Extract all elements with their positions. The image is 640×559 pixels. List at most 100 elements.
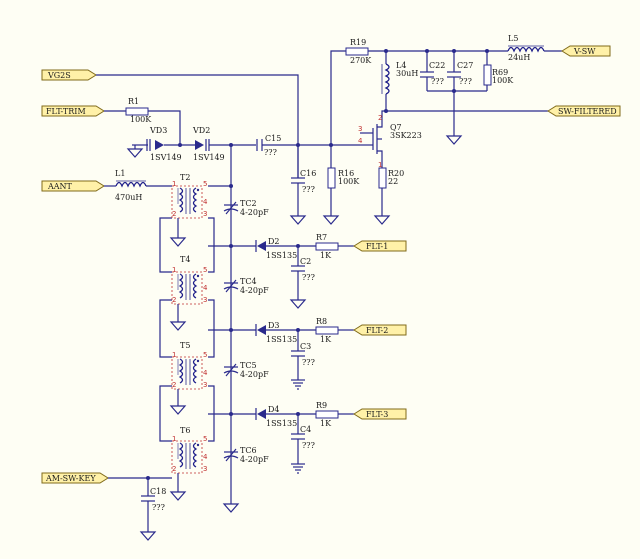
port-v-sw-label: V-SW [573,47,596,56]
diode-d2 [255,240,266,252]
c4-value: ??? [302,441,315,450]
capacitor-c15 [256,139,263,151]
t5-pin-4: 4 [203,369,208,377]
r7-value: 1K [320,251,332,260]
port-flt-3-label: FLT-3 [366,410,388,419]
tc6-value: 4-20pF [240,455,269,464]
c4-ref: C4 [300,425,311,434]
c3-value: ??? [302,358,315,367]
r9-value: 1K [320,419,332,428]
inductor-l4 [384,63,390,95]
port-am-sw-key-label: AM-SW-KEY [45,474,96,483]
tc5-value: 4-20pF [240,370,269,379]
d2-value: 1SS135 [266,251,297,260]
transformer-t6 [171,440,203,474]
q7-pin-1: 1 [378,161,382,169]
trimmer-tc2 [223,201,239,215]
c15-ref: C15 [265,134,281,143]
r8-ref: R8 [316,317,327,326]
q7-value: 3SK223 [390,131,422,140]
r16-ref: R16 [338,169,354,178]
t4-pin-3: 3 [203,296,207,304]
trimmer-tc6 [223,448,239,462]
resistor-r9 [315,410,339,419]
t5-pin-2: 2 [172,381,176,389]
r9-ref: R9 [316,401,327,410]
port-vg2s-label: VG2S [47,71,71,80]
t5-pin-5: 5 [203,351,207,359]
c15-value: ??? [264,148,277,157]
c16-value: ??? [302,185,315,194]
t5-pin-3: 3 [203,381,207,389]
d2-ref: D2 [268,237,280,246]
resistor-r7 [315,242,339,251]
t6-pin-2: 2 [172,465,176,473]
vd2-value: 1SV149 [193,153,225,162]
r1-value: 100K [130,115,152,124]
c18-value: ??? [152,503,165,512]
t4-pin-1: 1 [172,266,176,274]
vd2-ref: VD2 [192,126,210,135]
trimmer-tc4 [223,279,239,293]
trimmer-tc5 [223,363,239,377]
t4-pin-2: 2 [172,296,176,304]
l5-ref: L5 [508,34,518,43]
vd3-value: 1SV149 [150,153,182,162]
port-flt-3: FLT-3 [353,408,407,420]
t4-pin-4: 4 [203,284,208,292]
l4-value: 30uH [396,69,418,78]
q7-ref: Q7 [390,123,402,132]
t6-pin-1: 1 [172,435,176,443]
port-flt-2: FLT-2 [353,324,407,336]
transformer-t5 [171,356,203,390]
t6-pin-4: 4 [203,453,208,461]
c3-ref: C3 [300,342,311,351]
r16-value: 100K [338,177,360,186]
l5-value: 24uH [508,53,530,62]
tc2-value: 4-20pF [240,208,269,217]
resistor-r16 [327,167,336,189]
transformer-t4 [171,271,203,305]
resistor-r20 [378,167,387,189]
l1-value: 470uH [115,193,142,202]
r69-ref: R69 [492,68,508,77]
q7-pin-3: 3 [358,125,362,133]
tc6-ref: TC6 [240,446,257,455]
port-flt-1: FLT-1 [353,240,407,252]
r19-value: 270K [350,56,372,65]
varactor-vd2 [195,139,210,151]
t6-pin-5: 5 [203,435,207,443]
port-flt-trim: FLT-TRIM [41,105,105,117]
resistor-r69 [483,64,492,86]
d4-ref: D4 [268,405,280,414]
port-am-sw-key: AM-SW-KEY [41,472,109,484]
tc2-ref: TC2 [240,199,257,208]
c22-ref: C22 [429,61,445,70]
t4-ref: T4 [180,255,190,264]
r1-ref: R1 [128,97,139,106]
q7-pin-2: 2 [378,114,382,122]
resistor-r8 [315,326,339,335]
c27-ref: C27 [457,61,473,70]
resistor-r1 [125,107,149,116]
d4-value: 1SS135 [266,419,297,428]
r20-ref: R20 [388,169,404,178]
port-flt-2-label: FLT-2 [366,326,388,335]
tc4-value: 4-20pF [240,286,269,295]
q7-pin-4: 4 [358,137,363,145]
r69-value: 100K [492,76,514,85]
port-flt-trim-label: FLT-TRIM [46,107,86,116]
tc5-ref: TC5 [240,361,257,370]
port-aant-label: AANT [47,182,73,191]
inductor-l1 [115,181,147,188]
d3-ref: D3 [268,321,280,330]
vd3-ref: VD3 [149,126,167,135]
t2-pin-3: 3 [203,210,207,218]
t4-pin-5: 5 [203,266,207,274]
t2-ref: T2 [180,173,190,182]
port-v-sw: V-SW [561,45,611,57]
c16-ref: C16 [300,169,316,178]
t5-pin-1: 1 [172,351,176,359]
l4-ref: L4 [396,61,406,70]
